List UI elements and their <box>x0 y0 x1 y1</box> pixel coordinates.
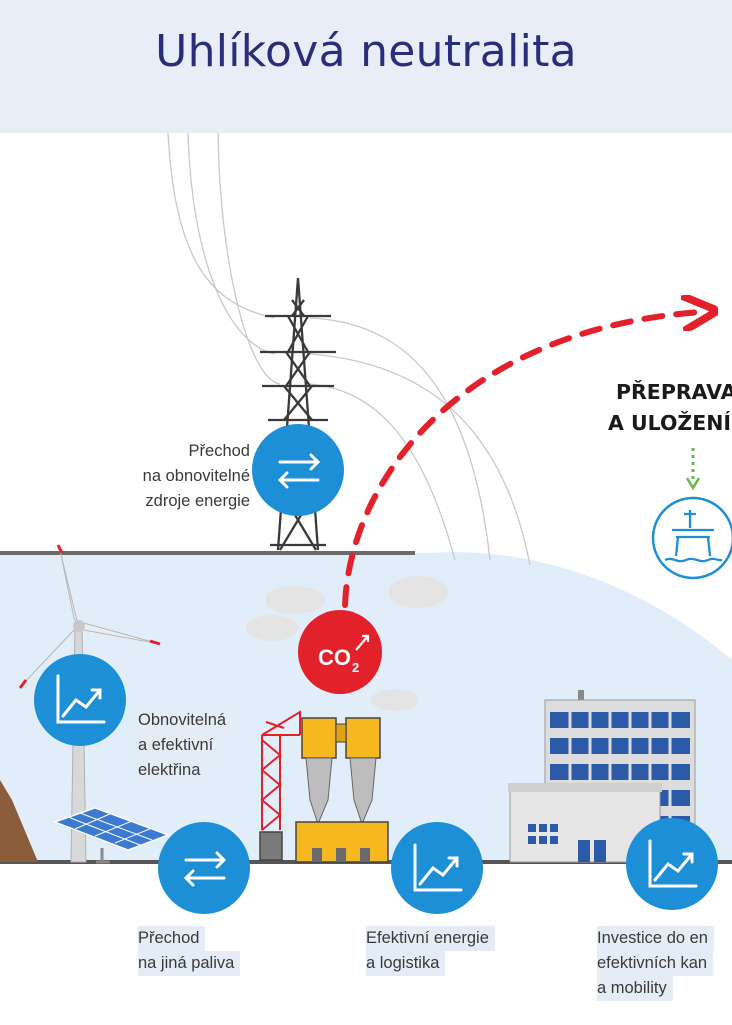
swap-arrows-icon <box>252 424 344 516</box>
co2-subscript: 2 <box>352 660 359 675</box>
offshore-platform-icon <box>651 496 732 580</box>
co2-text: CO <box>318 645 351 670</box>
green-arrow-icon <box>685 448 701 491</box>
factory <box>295 717 389 863</box>
page-title: Uhlíková neutralita <box>155 26 577 77</box>
logistics-growth-icon <box>391 822 483 914</box>
label-renewable-transition: Přechod na obnovitelné zdroje energie <box>142 442 250 510</box>
fuel-swap-icon <box>158 822 250 914</box>
clouds <box>246 576 448 711</box>
crane-base <box>259 831 283 861</box>
label-renewable-electricity: Obnovitelná a efektivní elektřina <box>138 708 233 783</box>
header: Uhlíková neutralita <box>0 0 732 133</box>
co2-badge: CO 2 <box>298 610 382 694</box>
solar-panel <box>53 807 170 864</box>
mountain <box>0 780 38 862</box>
growth-chart-icon <box>34 654 126 746</box>
crane <box>260 710 301 831</box>
investment-growth-icon <box>626 818 718 910</box>
office-building <box>508 690 696 863</box>
transport-storage-title: PŘEPRAVA A ULOŽENÍ <box>608 380 732 435</box>
co2-transport-arc <box>342 312 700 608</box>
power-wires <box>167 132 531 566</box>
label-efficient-energy: Efektivní energie a logistika <box>366 926 495 976</box>
label-fuel-transition: Přechod na jiná paliva <box>138 926 241 976</box>
label-investment: Investice do en efektivních kan a mobili… <box>597 926 732 1001</box>
